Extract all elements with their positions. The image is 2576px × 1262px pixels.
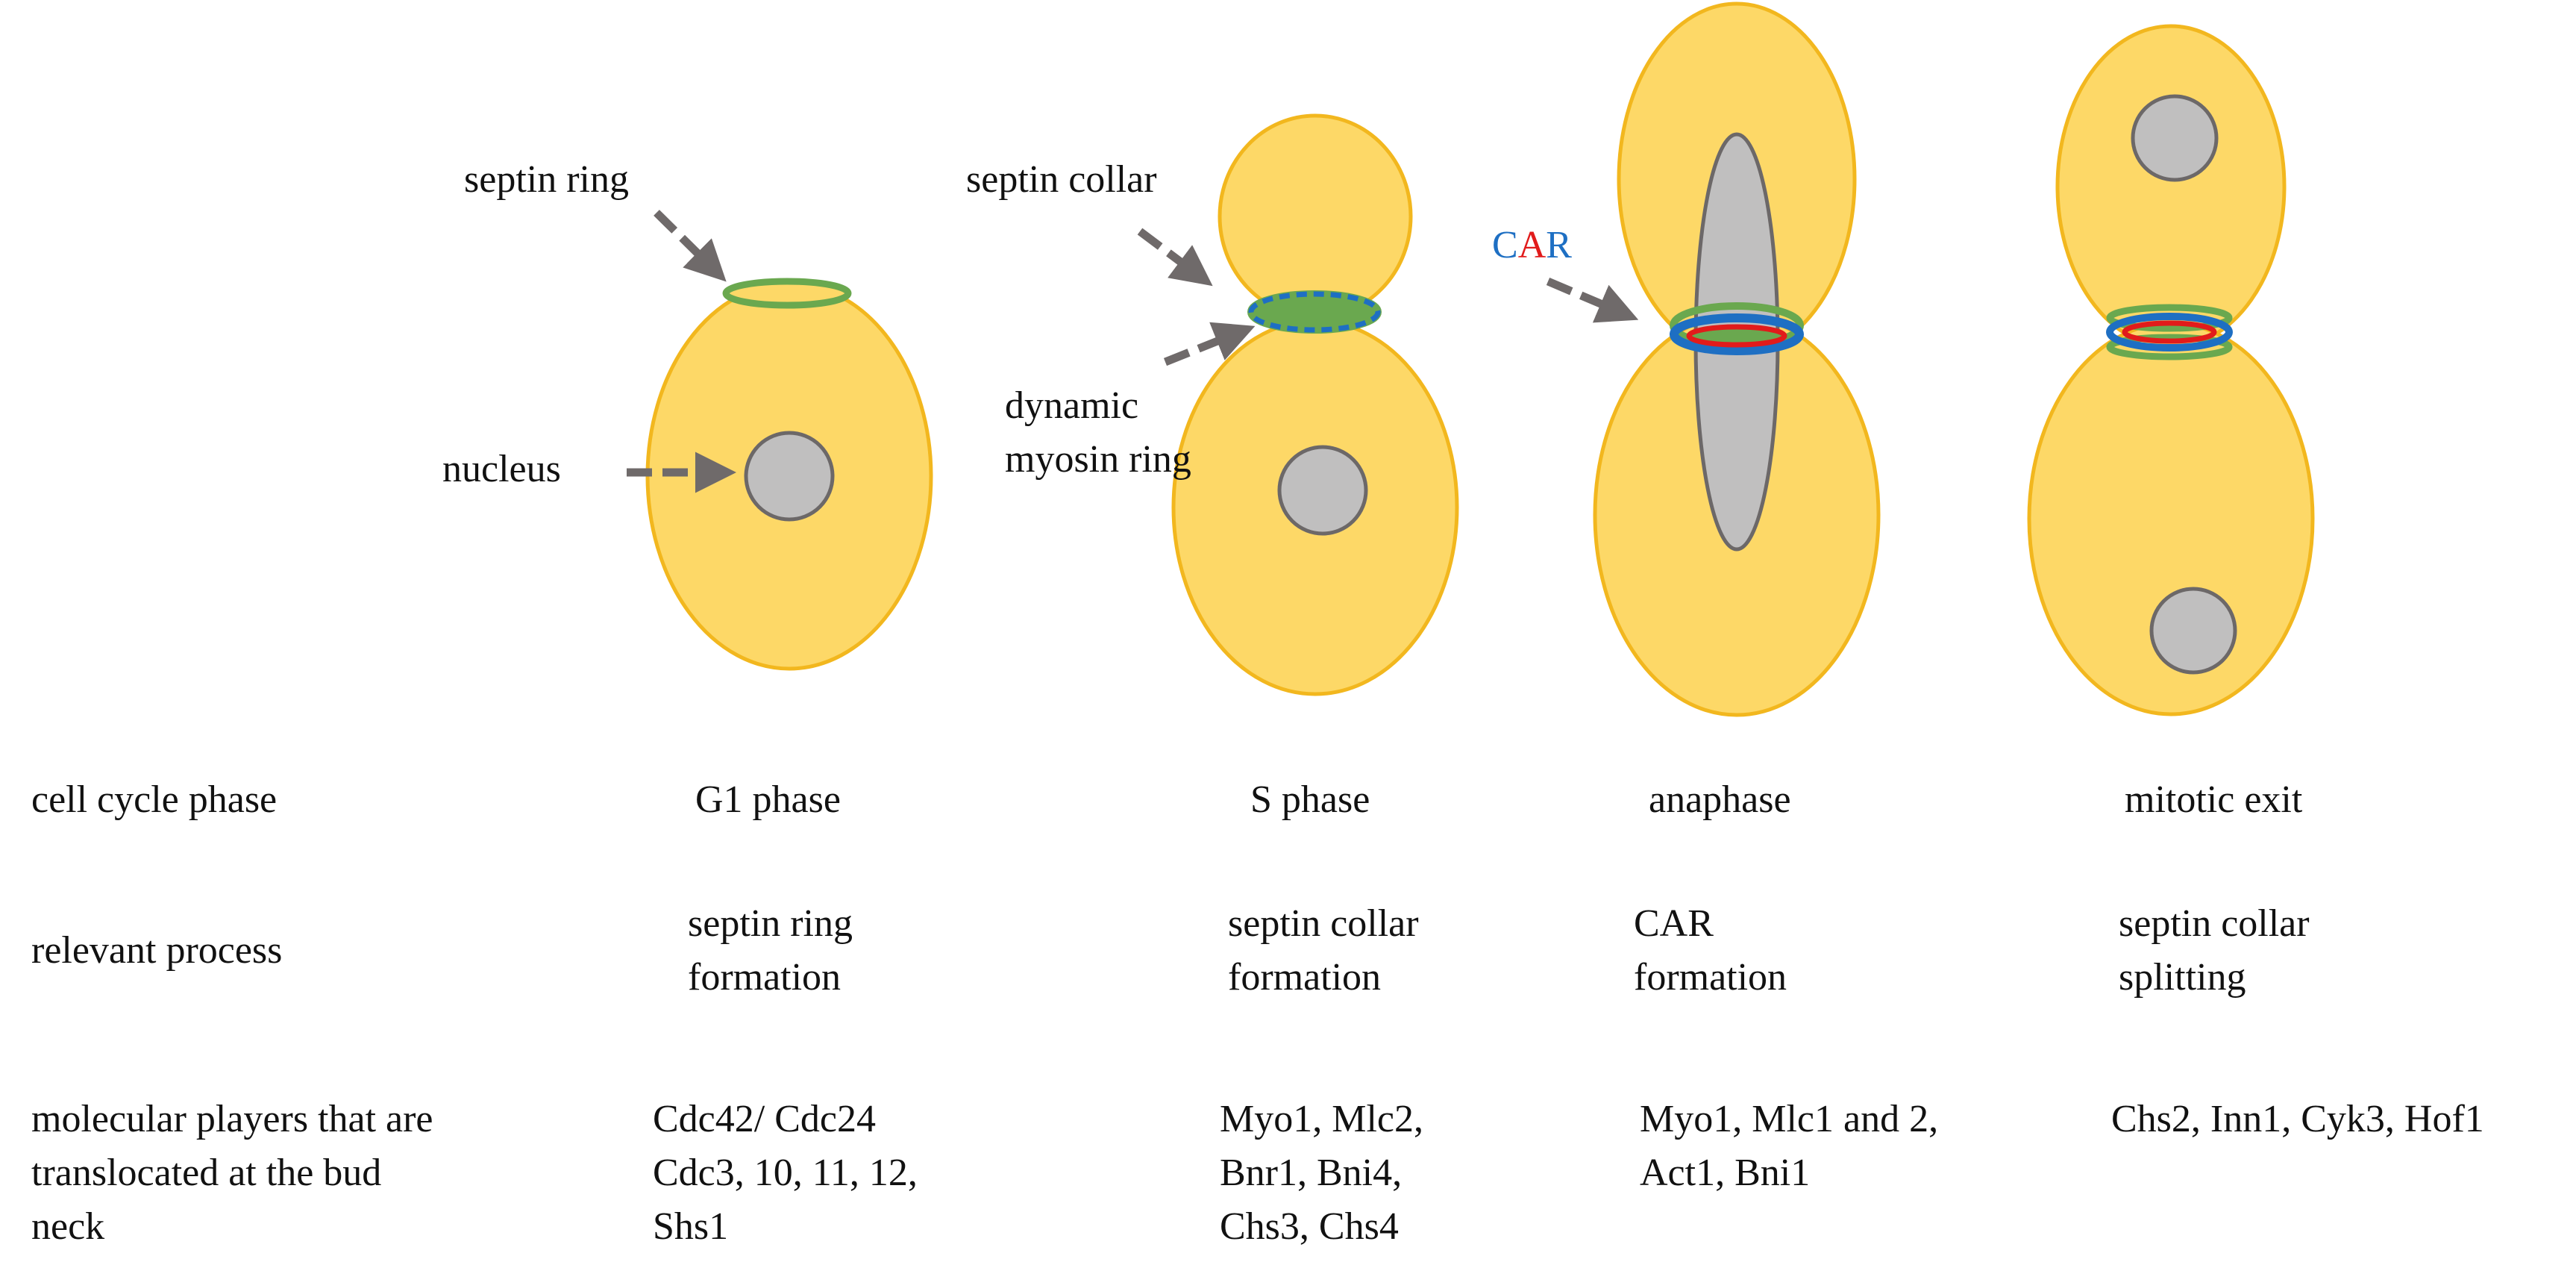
me-actin-ring	[2122, 320, 2217, 344]
s-nucleus	[1277, 445, 1368, 536]
row-header-molecular-players: molecular players that are translocated …	[31, 1098, 433, 1248]
mitotic-exit-process-label: septin collar splitting	[2119, 902, 2310, 999]
row-header-relevant-process: relevant process	[31, 929, 283, 972]
car-letter-a: A	[1517, 224, 1546, 266]
label-septin-collar: septin collar	[966, 158, 1157, 201]
g1-players-label: Cdc42/ Cdc24 Cdc3, 10, 11, 12, Shs1	[653, 1098, 918, 1248]
s-bud-body	[1218, 113, 1413, 319]
me-septin-lower	[2106, 334, 2233, 360]
label-car: CAR	[1492, 219, 1572, 272]
g1-phase-label: G1 phase	[695, 778, 841, 821]
anaphase-process-label: CAR formation	[1634, 902, 1787, 999]
s-phase-cell	[1171, 113, 1459, 696]
me-septin-upper	[2106, 304, 2233, 332]
anaphase-phase-label: anaphase	[1649, 778, 1791, 821]
car-letter-c: C	[1492, 224, 1518, 266]
g1-cell	[645, 278, 933, 671]
ana-actin-ring	[1686, 324, 1787, 348]
arrow-car	[1546, 277, 1639, 323]
anaphase-players-label: Myo1, Mlc1 and 2, Act1, Bni1	[1640, 1098, 1939, 1194]
arrow-septin-collar	[1137, 228, 1213, 287]
mitotic-exit-players-label: Chs2, Inn1, Cyk3, Hof1	[2111, 1098, 2484, 1140]
anaphase-cell	[1593, 1, 1881, 717]
label-septin-ring: septin ring	[464, 158, 629, 201]
annotation-arrows	[627, 210, 1639, 493]
ana-myosin-ring	[1670, 313, 1804, 355]
me-mother-nucleus	[2149, 587, 2237, 675]
me-bud-body	[2055, 24, 2287, 349]
me-bud-nucleus	[2131, 94, 2219, 182]
label-nucleus: nucleus	[442, 448, 561, 490]
g1-process-label: septin ring formation	[688, 902, 853, 999]
g1-septin-ring	[722, 278, 852, 309]
car-letter-r: R	[1546, 224, 1572, 266]
s-process-label: septin collar formation	[1228, 902, 1419, 999]
arrow-myosin-ring	[1163, 322, 1256, 366]
g1-nucleus	[744, 431, 835, 522]
label-dynamic-myosin-ring: dynamic myosin ring	[1005, 384, 1191, 481]
me-myosin-ring	[2106, 313, 2233, 352]
mitotic-exit-phase-label: mitotic exit	[2125, 778, 2303, 821]
arrow-septin-ring	[654, 210, 727, 282]
s-players-label: Myo1, Mlc2, Bnr1, Bni4, Chs3, Chs4	[1220, 1098, 1423, 1248]
s-phase-label: S phase	[1250, 778, 1370, 821]
row-header-cell-cycle-phase: cell cycle phase	[31, 778, 278, 821]
mitotic-exit-cell	[2027, 24, 2315, 716]
s-dynamic-myosin-ring	[1248, 291, 1381, 333]
